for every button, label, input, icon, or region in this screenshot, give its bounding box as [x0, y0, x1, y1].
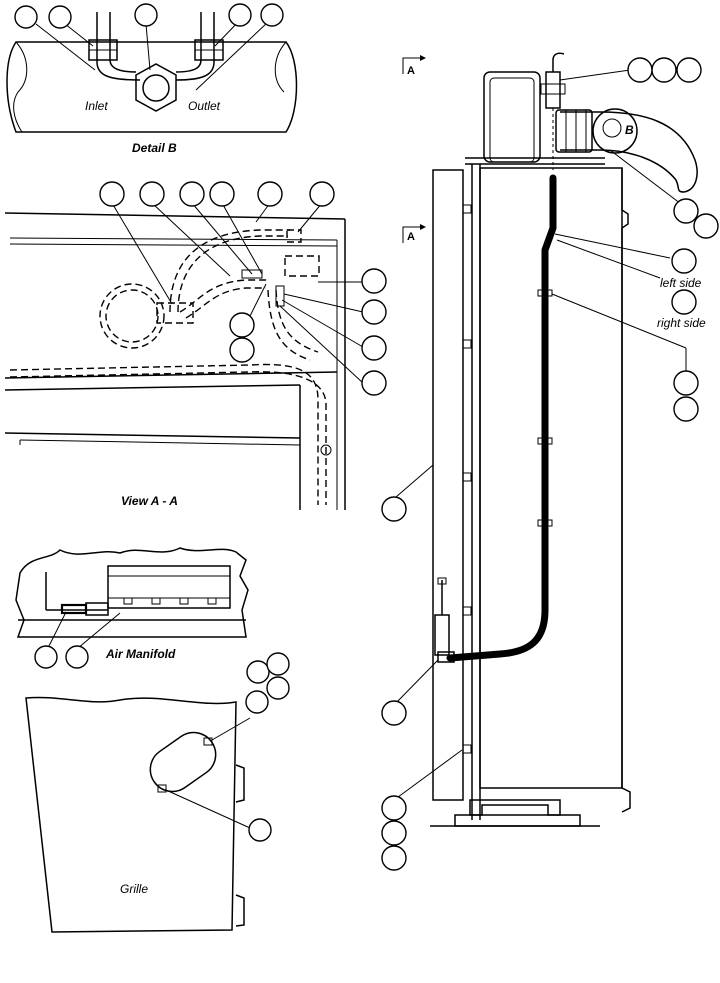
callout-bubble — [671, 289, 697, 315]
callout-bubble — [673, 198, 699, 224]
callout-bubble — [209, 181, 235, 207]
callout-bubble — [673, 396, 699, 422]
mounting-bolts — [462, 204, 472, 754]
right-side-label: right side — [657, 316, 706, 330]
callout-bubble — [229, 312, 255, 338]
callout-bubble — [48, 5, 72, 29]
callout-bubble — [671, 248, 697, 274]
callout-bubble — [361, 299, 387, 325]
callout-bubble — [381, 795, 407, 821]
side-view: A A — [381, 52, 719, 871]
callout-bubble — [693, 213, 719, 239]
callout-bubble — [179, 181, 205, 207]
callout-bubble — [266, 676, 290, 700]
callout-bubble — [676, 57, 702, 83]
callout-bubble — [246, 660, 270, 684]
callout-bubble — [260, 3, 284, 27]
detail-b-title: Detail B — [132, 141, 177, 155]
air-manifold-title: Air Manifold — [105, 647, 176, 661]
callout-bubble — [266, 652, 290, 676]
view-a-a: View A - A — [4, 181, 387, 510]
grille: Grille — [25, 652, 290, 933]
callout-bubble — [65, 645, 89, 669]
left-side-label: left side — [660, 276, 702, 290]
callout-bubble — [381, 700, 407, 726]
callout-bubble — [99, 181, 125, 207]
callout-bubble — [257, 181, 283, 207]
detail-b: Inlet Outlet Detail B — [6, 3, 298, 155]
callout-bubble — [361, 335, 387, 361]
outlet-label: Outlet — [188, 99, 221, 113]
inlet-label: Inlet — [85, 99, 108, 113]
callout-bubble — [248, 818, 272, 842]
section-marker-lower: A — [407, 231, 415, 243]
callout-bubble — [361, 370, 387, 396]
air-manifold: Air Manifold — [15, 547, 249, 669]
callout-bubble — [673, 370, 699, 396]
callout-bubble — [651, 57, 677, 83]
callout-bubble — [245, 690, 269, 714]
detail-b-reference: B — [625, 123, 634, 137]
callout-bubble — [361, 268, 387, 294]
callout-bubble — [381, 845, 407, 871]
callout-bubble — [34, 645, 58, 669]
view-a-a-title: View A - A — [121, 494, 178, 508]
callout-bubble — [381, 820, 407, 846]
grille-label: Grille — [120, 882, 148, 896]
callout-bubble — [309, 181, 335, 207]
callout-bubble — [134, 3, 158, 27]
callout-bubble — [229, 337, 255, 363]
callout-bubble — [381, 496, 407, 522]
callout-bubble — [627, 57, 653, 83]
section-marker-upper: A — [407, 65, 415, 77]
callout-bubble — [228, 3, 252, 27]
callout-bubble — [14, 5, 38, 29]
callout-bubble — [139, 181, 165, 207]
